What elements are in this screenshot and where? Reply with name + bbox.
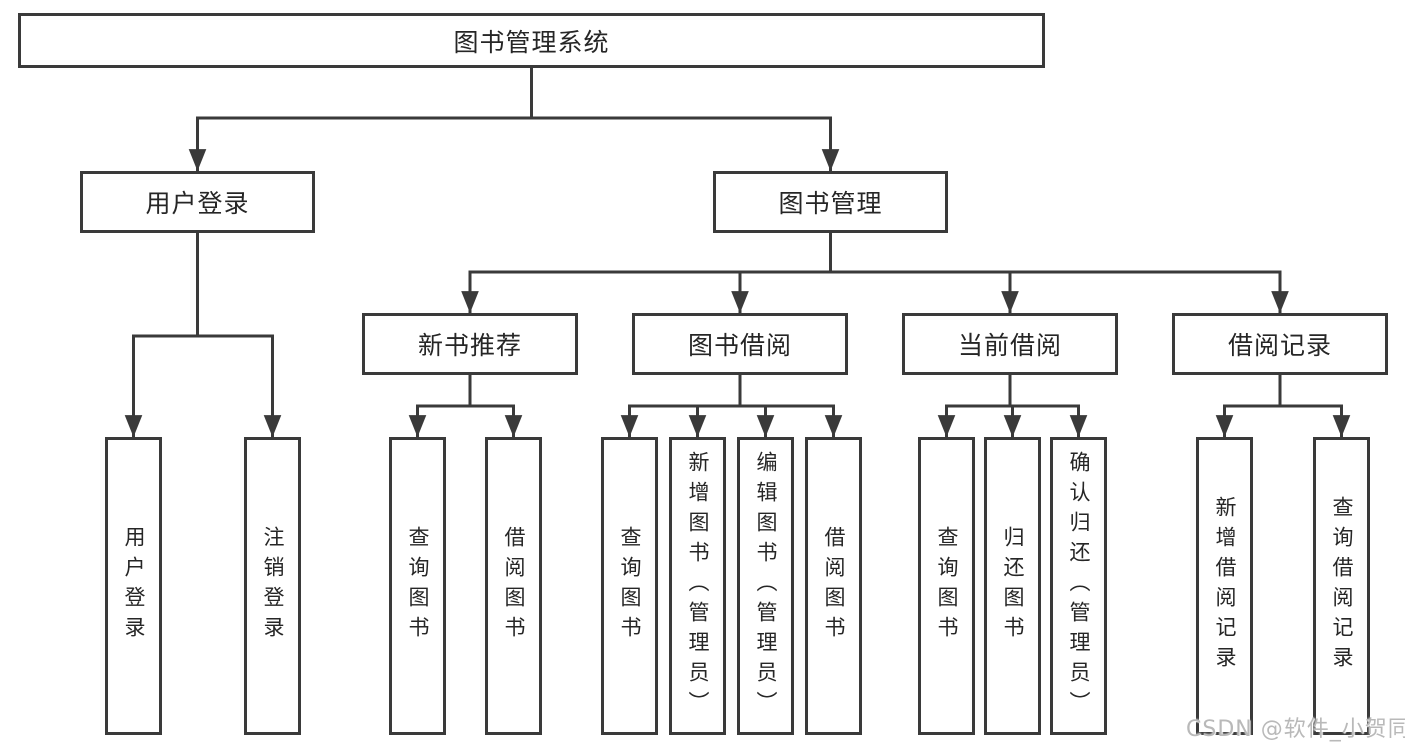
- leaf-label: 查询图书: [406, 526, 430, 646]
- leaf-label: 借阅图书: [822, 526, 846, 646]
- node-user-login: 用户登录: [80, 171, 315, 233]
- leaf-label: 注销登录: [261, 526, 285, 646]
- leaf-confirm-return-admin: 确认归还（管理员）: [1050, 437, 1107, 735]
- leaf-return-book: 归还图书: [984, 437, 1041, 735]
- leaf-label: 查询图书: [618, 526, 642, 646]
- leaf-label: 查询借阅记录: [1330, 496, 1354, 676]
- node-book-borrow: 图书借阅: [632, 313, 848, 375]
- leaf-query-books-current: 查询图书: [918, 437, 975, 735]
- csdn-watermark: CSDN @软件_小贺同学: [1186, 717, 1405, 742]
- node-borrow-records: 借阅记录: [1172, 313, 1388, 375]
- connector-borrow-stem: [628, 373, 835, 408]
- leaf-edit-book-admin: 编辑图书（管理员）: [737, 437, 794, 735]
- leaf-label: 查询图书: [935, 526, 959, 646]
- leaf-borrow-books-borrow: 借阅图书: [805, 437, 862, 735]
- node-root: 图书管理系统: [18, 13, 1045, 68]
- leaf-label: 新增借阅记录: [1213, 496, 1237, 676]
- leaf-logout: 注销登录: [244, 437, 301, 735]
- leaf-user-login: 用户登录: [105, 437, 162, 735]
- leaf-label: 编辑图书（管理员）: [754, 451, 778, 721]
- leaf-query-books-borrow: 查询图书: [601, 437, 658, 735]
- connector-current-stem: [945, 373, 1080, 408]
- leaf-query-books-recommend: 查询图书: [389, 437, 446, 735]
- leaf-borrow-books-recommend: 借阅图书: [485, 437, 542, 735]
- connector-newbook-stem: [416, 373, 515, 408]
- connector-userlogin-stem: [132, 231, 274, 338]
- node-book-management: 图书管理: [713, 171, 948, 233]
- leaf-add-book-admin: 新增图书（管理员）: [669, 437, 726, 735]
- leaf-query-borrow-record: 查询借阅记录: [1313, 437, 1370, 735]
- leaf-label: 确认归还（管理员）: [1067, 451, 1091, 721]
- connector-bookmgmt-stem: [468, 231, 1282, 274]
- leaf-label: 新增图书（管理员）: [686, 451, 710, 721]
- node-current-borrow: 当前借阅: [902, 313, 1118, 375]
- leaf-label: 归还图书: [1001, 526, 1025, 646]
- leaf-add-borrow-record: 新增借阅记录: [1196, 437, 1253, 735]
- connector-records-stem: [1223, 373, 1343, 408]
- node-new-book-recommend: 新书推荐: [362, 313, 578, 375]
- leaf-label: 用户登录: [122, 526, 146, 646]
- connector-root-stem: [196, 66, 832, 120]
- leaf-label: 借阅图书: [502, 526, 526, 646]
